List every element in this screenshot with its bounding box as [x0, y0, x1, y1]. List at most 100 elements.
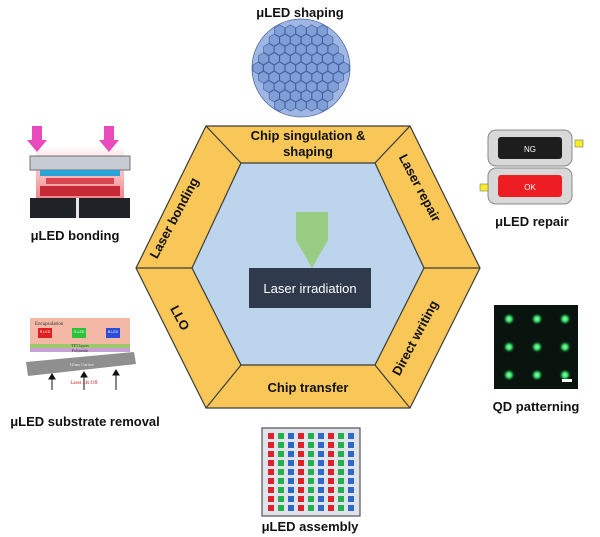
hex-chip: [290, 71, 302, 84]
qd-dot: [531, 369, 543, 381]
hex-chip: [290, 52, 302, 65]
led-pixel: [268, 505, 274, 511]
led-pixel: [308, 505, 314, 511]
led-pixel: [298, 478, 304, 484]
led-pixel: [308, 469, 314, 475]
led-pixel: [318, 469, 324, 475]
led-pixel: [268, 478, 274, 484]
led-pixel: [278, 478, 284, 484]
hex-chip: [257, 71, 269, 84]
led-pixel: [298, 460, 304, 466]
led-pixel: [348, 442, 354, 448]
chip-label-red: R-LED: [40, 330, 51, 334]
hex-chip: [290, 89, 302, 103]
led-pixel: [268, 496, 274, 502]
shaping-label: μLED shaping: [256, 5, 343, 20]
led-pixel: [288, 487, 294, 493]
segment-dividers: [136, 125, 480, 409]
led-pixel: [308, 451, 314, 457]
led-pixel: [338, 460, 344, 466]
hex-chip: [274, 80, 285, 93]
hex-chip: [284, 24, 296, 38]
hex-chip: [338, 61, 350, 75]
chip-label-green: G-LED: [74, 330, 85, 334]
hex-chip: [268, 89, 280, 103]
repair-label: μLED repair: [495, 214, 569, 229]
led-pixel: [318, 451, 324, 457]
bonding-application: μLED bonding: [27, 126, 131, 243]
polyimide-label: Polyimide: [72, 348, 89, 353]
hex-chip: [306, 80, 318, 93]
hex-chip: [295, 98, 307, 112]
led-pixel: [288, 469, 294, 475]
hex-chip: [317, 24, 328, 38]
led-pixel: [348, 496, 354, 502]
assembly-label: μLED assembly: [262, 519, 360, 534]
led-pixel: [268, 451, 274, 457]
repair-illustration: NG OK: [479, 129, 584, 205]
hex-chip: [311, 33, 323, 47]
hex-chip: [322, 71, 334, 84]
led-pixel: [318, 487, 324, 493]
led-pixel: [308, 496, 314, 502]
hex-chip: [279, 33, 291, 47]
led-pixel: [288, 433, 294, 439]
led-pixel: [328, 451, 334, 457]
encapsulation-label: Encapsulation: [35, 322, 64, 327]
led-pixel: [288, 496, 294, 502]
patterning-label: QD patterning: [493, 399, 580, 414]
qd-dot-array: [503, 313, 571, 381]
qd-dot: [531, 341, 543, 353]
led-pixel: [268, 487, 274, 493]
hex-chip: [311, 89, 323, 103]
led-pixel: [338, 469, 344, 475]
led-pixel: [298, 451, 304, 457]
led-pixel: [278, 460, 284, 466]
qd-dot: [531, 313, 543, 325]
led-pixel: [268, 469, 274, 475]
led-pixel: [278, 469, 284, 475]
hex-chip: [327, 43, 339, 56]
hex-chip: [322, 52, 334, 65]
led-grid: [268, 433, 354, 511]
led-pixel: [348, 433, 354, 439]
hex-chip: [268, 52, 280, 65]
hex-chip: [284, 61, 296, 75]
hex-chip: [268, 71, 280, 84]
led-pixel: [328, 487, 334, 493]
hex-chip: [263, 80, 275, 93]
led-pixel: [328, 442, 334, 448]
hex-chip: [311, 71, 323, 84]
chip-label-blue: B-LED: [108, 330, 119, 334]
hex-chip: [279, 89, 291, 103]
led-pixel: [268, 442, 274, 448]
led-pixel: [278, 451, 284, 457]
led-pixel: [278, 487, 284, 493]
led-pixel: [318, 442, 324, 448]
hex-chip: [274, 61, 285, 75]
hex-chip: [274, 24, 285, 38]
led-pixel: [278, 433, 284, 439]
hex-chip: [284, 43, 296, 56]
hex-chip: [317, 80, 328, 93]
led-pixel: [308, 433, 314, 439]
hex-chip: [295, 24, 307, 38]
hex-chip: [306, 61, 318, 75]
qd-dot: [503, 369, 515, 381]
hex-chip: [327, 80, 339, 93]
repair-application: NG OK μLED repair: [479, 129, 584, 229]
led-pixel: [328, 433, 334, 439]
hex-chip: [284, 98, 296, 112]
qd-dot: [559, 313, 571, 325]
qd-dot: [559, 369, 571, 381]
led-pixel: [348, 460, 354, 466]
bonding-label: μLED bonding: [31, 228, 120, 243]
shaping-application: μLED shaping: [251, 5, 351, 118]
hex-chip: [300, 52, 312, 65]
led-pixel: [278, 442, 284, 448]
hex-chip: [322, 89, 334, 103]
led-pixel: [288, 451, 294, 457]
led-pixel: [328, 496, 334, 502]
led-pixel: [288, 505, 294, 511]
center-label: Laser irradiation: [263, 281, 356, 296]
